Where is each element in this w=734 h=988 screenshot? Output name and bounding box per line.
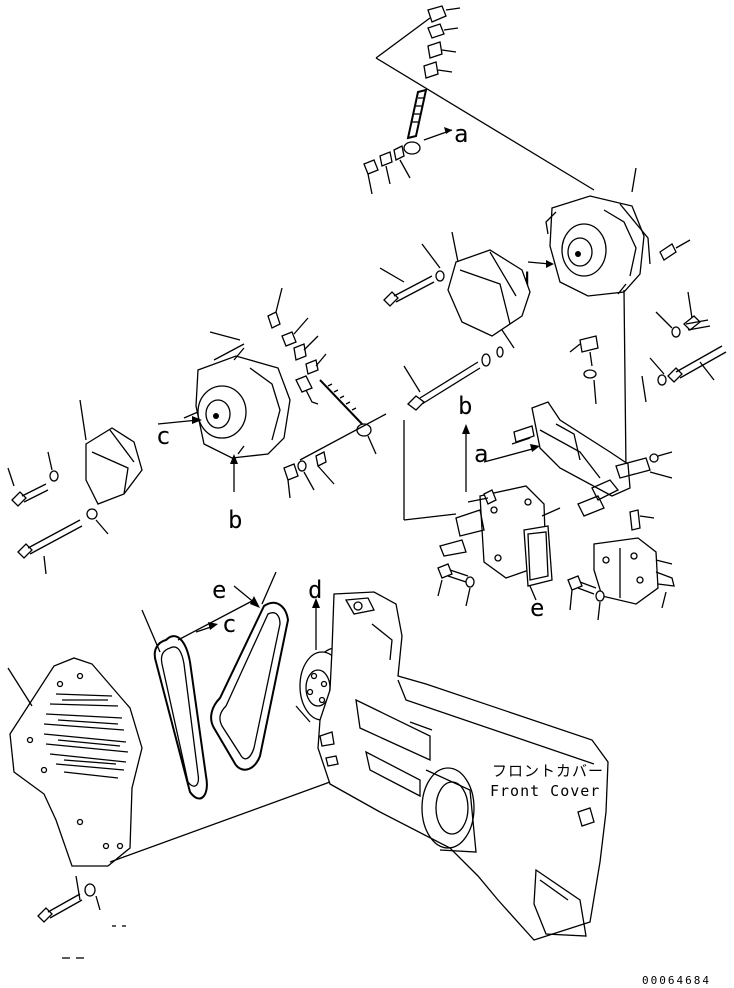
right-bolts (569, 289, 727, 471)
callout-b-bracket: b (458, 392, 472, 420)
mount-plate: e (439, 485, 561, 622)
lower-bracket-block (593, 509, 675, 609)
top-nut-stack (375, 5, 595, 191)
long-bolt-mid (403, 346, 504, 521)
alternator-cover-left (79, 399, 143, 505)
small-nut-set-top (363, 145, 411, 195)
callout-e-gasket: e (530, 594, 544, 622)
alternator-upper: d (516, 167, 691, 297)
callout-a-bracket: a (474, 440, 488, 468)
bolt-upper-left (379, 243, 445, 307)
catalog-number: 00064684 (642, 974, 711, 987)
front-cover-label-en: Front Cover (490, 782, 600, 800)
adjusting-stud: a (403, 88, 468, 155)
callout-a-top: a (454, 120, 468, 148)
callout-c-belt: c (222, 610, 236, 638)
alternator-left: c b (156, 331, 319, 534)
v-belt-left: c (141, 599, 255, 800)
bolts-lower-bracket (437, 563, 605, 621)
parts-left-cluster (267, 287, 387, 499)
callout-b-left: b (228, 506, 242, 534)
callout-e-belt: e (212, 576, 226, 604)
belt-guard-plate (7, 657, 331, 867)
bolt-guard (37, 875, 126, 959)
alternator-cover-upper (447, 231, 531, 349)
guard-vent-slots (43, 693, 129, 779)
v-belt-right: e d (210, 571, 322, 771)
bolts-left (7, 451, 109, 575)
mounting-bracket: a b (458, 392, 673, 517)
callout-d-belt: d (308, 576, 322, 604)
front-cover-housing: フロントカバー Front Cover (317, 591, 609, 941)
callout-c-left: c (156, 422, 170, 450)
front-cover-label-jp: フロントカバー (492, 762, 604, 780)
